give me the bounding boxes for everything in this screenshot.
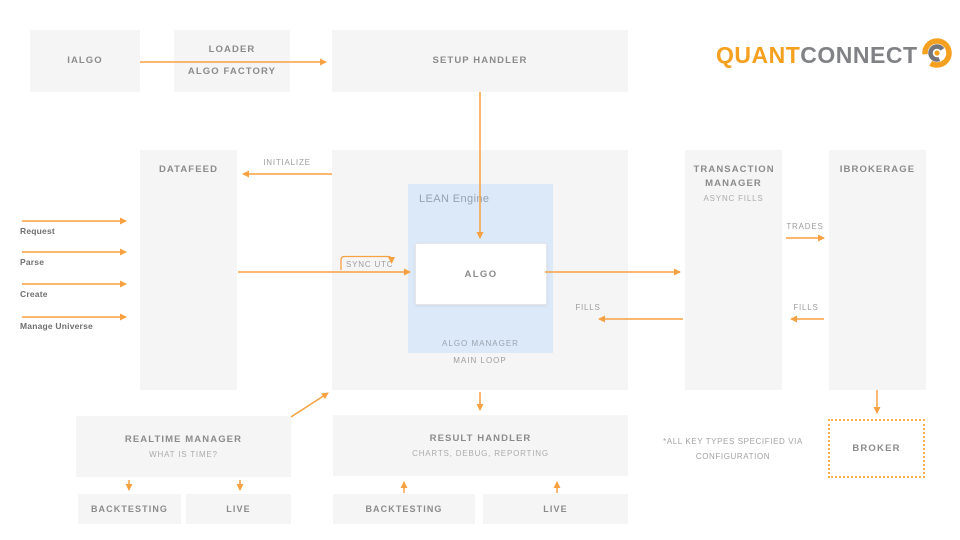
box-broker: BROKER xyxy=(828,419,925,478)
configuration-note-line1: *ALL KEY TYPES SPECIFIED VIA xyxy=(663,437,803,446)
box-algo: ALGO xyxy=(415,243,547,305)
box-ibrokerage: IBROKERAGE xyxy=(829,150,926,390)
result-handler-subtitle: CHARTS, DEBUG, REPORTING xyxy=(412,449,549,458)
configuration-note: *ALL KEY TYPES SPECIFIED VIA CONFIGURATI… xyxy=(648,434,818,464)
box-setup-handler-label: SETUP HANDLER xyxy=(432,55,528,66)
live-center-label: LIVE xyxy=(543,504,568,514)
box-datafeed: DATAFEED xyxy=(140,150,237,390)
box-datafeed-label: DATAFEED xyxy=(158,164,219,175)
algo-manager-label: ALGO MANAGER xyxy=(442,339,519,348)
datafeed-input-parse: Parse xyxy=(20,257,45,267)
configuration-note-line2: CONFIGURATION xyxy=(695,452,771,461)
box-backtesting-center: BACKTESTING xyxy=(333,494,475,524)
main-loop-label: MAIN LOOP xyxy=(453,356,507,365)
logo-quant-text: QUANT xyxy=(716,42,801,68)
datafeed-input-request: Request xyxy=(20,226,55,236)
box-backtesting-left: BACKTESTING xyxy=(78,494,181,524)
box-live-left: LIVE xyxy=(186,494,291,524)
box-loader-label: LOADER xyxy=(208,43,256,55)
lean-engine-label: LEAN Engine xyxy=(419,193,490,205)
sync-utc-arrow-label: SYNC UTC xyxy=(346,260,394,269)
fills-engine-arrow-label: FILLS xyxy=(575,303,601,312)
box-algo-factory-label: ALGO FACTORY xyxy=(187,66,277,78)
logo-connect-text: CONNECT xyxy=(800,42,918,68)
initialize-arrow-label: INITIALIZE xyxy=(263,158,311,167)
box-result-handler: RESULT HANDLER CHARTS, DEBUG, REPORTING xyxy=(333,415,628,476)
box-live-center: LIVE xyxy=(483,494,628,524)
transaction-manager-label: TRANSACTION MANAGER xyxy=(693,164,775,189)
box-transaction-manager: TRANSACTION MANAGER ASYNC FILLS xyxy=(685,150,782,390)
datafeed-input-manage-universe: Manage Universe xyxy=(20,321,93,331)
datafeed-input-create: Create xyxy=(20,289,48,299)
quantconnect-logo-icon xyxy=(921,38,952,68)
box-setup-handler: SETUP HANDLER xyxy=(332,30,628,92)
backtesting-left-label: BACKTESTING xyxy=(90,504,169,514)
realtime-manager-label: REALTIME MANAGER xyxy=(124,434,243,445)
box-loader-algo-factory: LOADER ALGO FACTORY xyxy=(174,30,290,92)
backtesting-center-label: BACKTESTING xyxy=(365,504,443,514)
transaction-manager-subtitle: ASYNC FILLS xyxy=(703,194,764,203)
live-left-label: LIVE xyxy=(226,504,251,514)
realtime-manager-subtitle: WHAT IS TIME? xyxy=(149,450,218,459)
result-handler-label: RESULT HANDLER xyxy=(429,433,532,444)
box-realtime-manager: REALTIME MANAGER WHAT IS TIME? xyxy=(76,416,291,477)
ibrokerage-label: IBROKERAGE xyxy=(839,164,916,175)
box-ialgo: IALGO xyxy=(30,30,140,92)
fills-broker-arrow-label: FILLS xyxy=(793,303,819,312)
box-ialgo-label: IALGO xyxy=(67,55,103,66)
broker-label: BROKER xyxy=(852,443,901,454)
algo-label: ALGO xyxy=(464,268,498,280)
arrow-realtime-to-main-loop xyxy=(290,392,329,418)
trades-arrow-label: TRADES xyxy=(786,222,824,231)
